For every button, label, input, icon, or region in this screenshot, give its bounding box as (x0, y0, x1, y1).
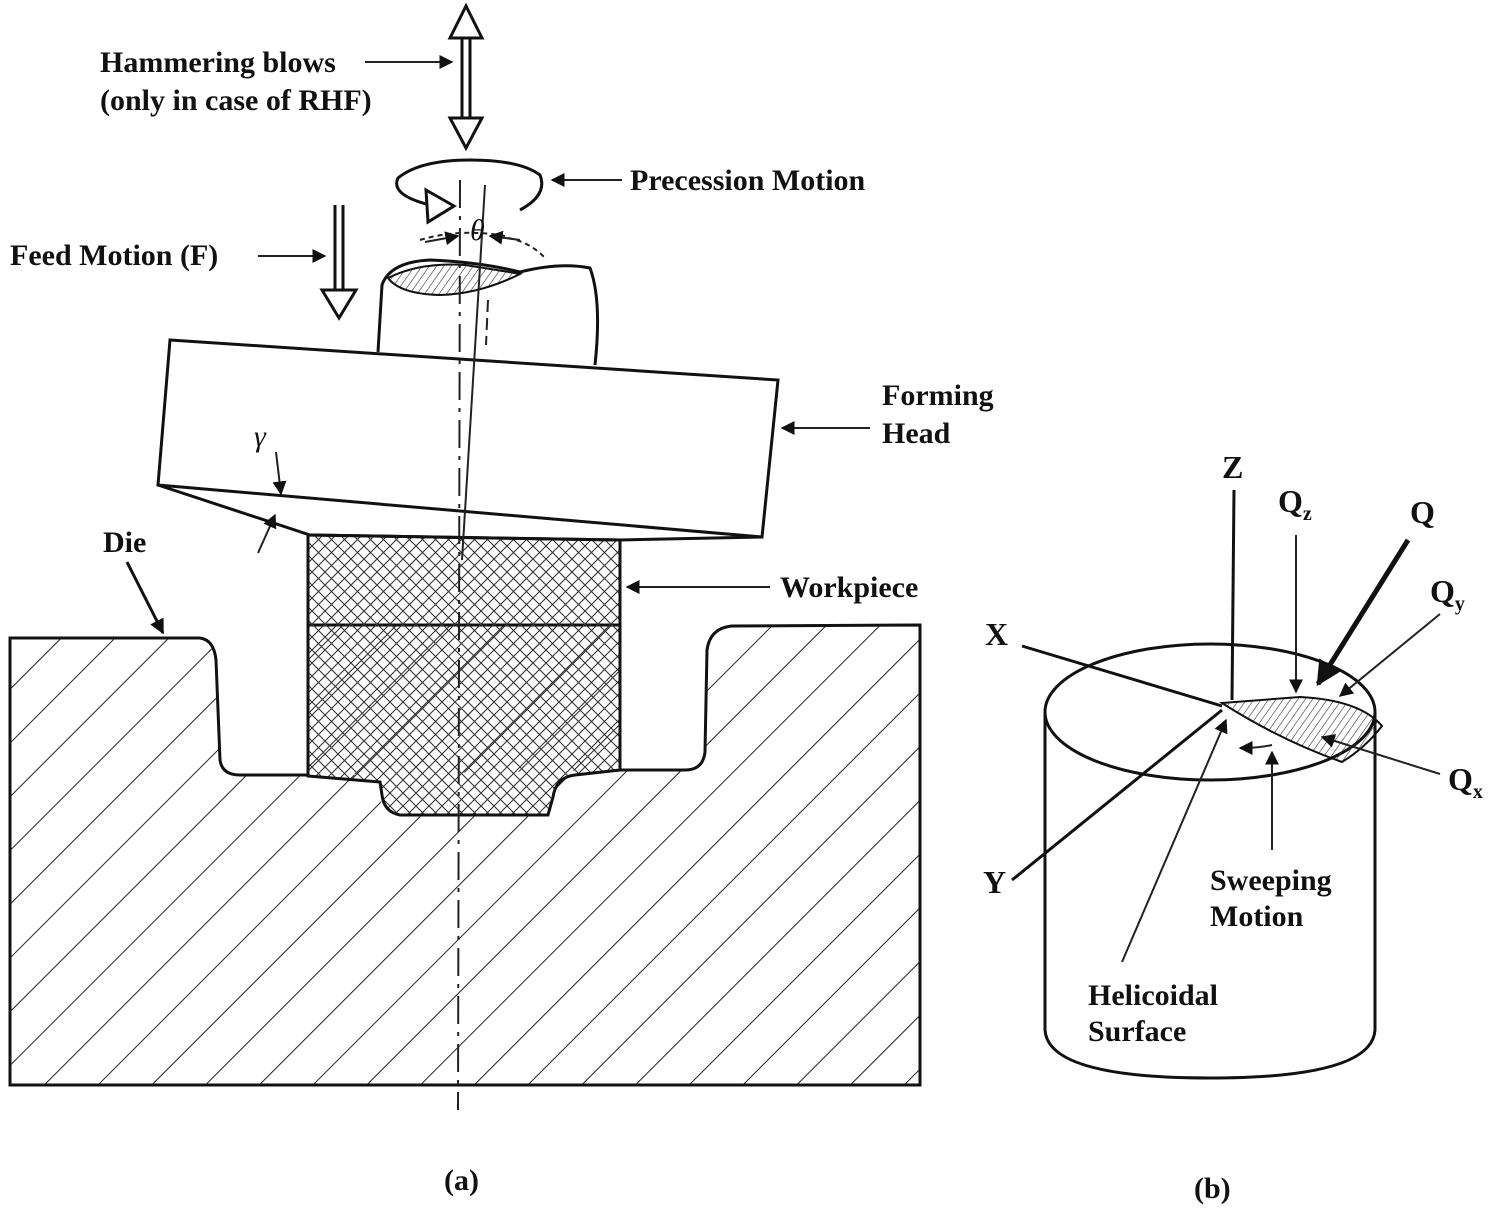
forming-head-label-line1: Forming (882, 379, 994, 412)
helicoidal-leader (1121, 718, 1228, 963)
forming-head-underside (157, 483, 763, 542)
helicoidal-label-line1: Helicoidal (1088, 979, 1218, 1012)
die-leader (125, 561, 165, 635)
z-axis (1230, 489, 1236, 701)
hammering-label-line1: Hammering blows (100, 46, 336, 79)
caption-a: (a) (444, 1164, 479, 1197)
die-label: Die (103, 526, 146, 559)
q-label: Q (1410, 494, 1435, 530)
hammering-label-line2: (only in case of RHF) (100, 84, 372, 117)
die-axis-line (457, 179, 461, 1111)
sweep-arc (1238, 740, 1273, 755)
workpiece-label: Workpiece (780, 571, 918, 604)
panel-b: Z X Y Q Qz Qy Qx Sweeping Motion Helicoi… (983, 449, 1483, 1205)
helicoidal-label-line2: Surface (1088, 1015, 1186, 1048)
y-axis (1011, 708, 1223, 882)
theta-angle-mark (419, 230, 546, 259)
precession-label: Precession Motion (630, 164, 866, 197)
hammering-arrow (365, 2, 485, 152)
q-arrow (1315, 538, 1411, 687)
y-label: Y (983, 864, 1006, 900)
theta-symbol: θ (470, 214, 485, 247)
tool-axis-line (461, 184, 486, 561)
caption-b: (b) (1194, 1172, 1231, 1205)
gamma-symbol: γ (254, 420, 267, 453)
precession-arrow (395, 158, 622, 225)
qz-label: Qz (1278, 483, 1312, 525)
forming-head-label-line2: Head (882, 417, 951, 450)
qx-label: Qx (1448, 761, 1483, 803)
workpiece (306, 533, 622, 817)
tool-axis-dash (485, 299, 489, 346)
gamma-angle-mark (257, 451, 287, 554)
qy-arrow (1338, 613, 1441, 697)
feed-arrow (258, 205, 359, 321)
z-label: Z (1222, 449, 1243, 485)
qx-arrow (1320, 734, 1441, 775)
x-axis (1021, 644, 1223, 708)
sweeping-label-line2: Motion (1210, 900, 1304, 933)
forming-head-block (156, 338, 780, 539)
cylinder-body (1043, 712, 1377, 1080)
feed-label: Feed Motion (F) (10, 239, 218, 272)
shaft-section-hatch (386, 263, 524, 297)
qy-label: Qy (1430, 573, 1465, 615)
panel-a: Hammering blows (only in case of RHF) Pr… (8, 2, 994, 1197)
x-label: X (985, 616, 1008, 652)
sweeping-label-line1: Sweeping (1210, 864, 1332, 897)
